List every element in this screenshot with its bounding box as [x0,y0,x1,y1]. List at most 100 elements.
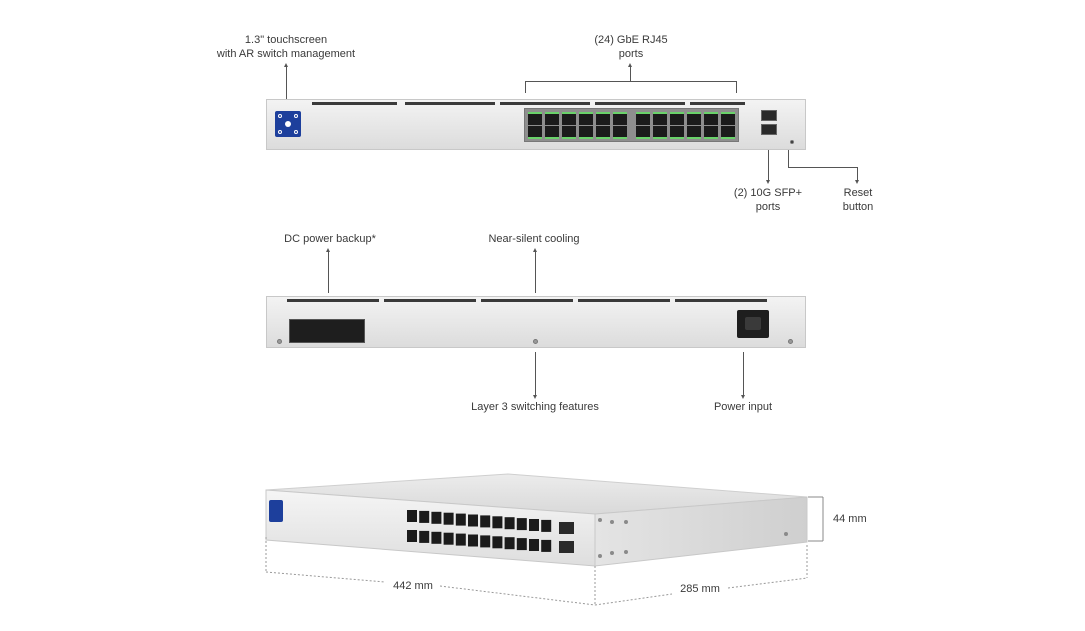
rj45-label: (24) GbE RJ45 ports [594,34,668,60]
rj45-port[interactable] [579,112,593,125]
perspective-touchscreen [269,500,283,522]
screw [277,339,282,344]
rj45-port[interactable] [704,126,718,139]
depth-dim-line-a [594,593,673,606]
rj45-port[interactable] [704,112,718,125]
screw [788,339,793,344]
rj45-bracket-left [525,81,526,93]
power-input-socket[interactable] [737,310,769,338]
rj45-port[interactable] [528,112,542,125]
perspective-rj45-port [541,539,552,552]
perspective-rj45-port [541,519,552,532]
perspective-sfp-2 [559,541,574,553]
perspective-rj45-port [455,533,466,546]
rj45-port[interactable] [687,112,701,125]
perspective-rj45-port [492,516,503,529]
vent [287,299,379,302]
perspective-rj45-port [504,537,515,550]
power-leader [741,352,745,399]
rj45-port[interactable] [545,126,559,139]
screw [624,550,628,554]
screw [624,520,628,524]
depth-dim-line-b [727,577,808,589]
height-dimension-label: 44 mm [833,513,867,525]
vent [595,102,685,105]
perspective-sfp-1 [559,522,574,534]
sfp-port-1[interactable] [761,110,777,121]
depth-dimension-label: 285 mm [680,583,720,595]
rj45-port[interactable] [670,112,684,125]
perspective-rj45-port [468,534,478,547]
perspective-rj45-port [407,530,417,542]
perspective-rj45-port [516,538,527,551]
vent [405,102,495,105]
dc-power-label: DC power backup* [284,233,376,245]
screw [598,518,602,522]
perspective-rj45-port [443,512,454,525]
vent [578,299,670,302]
rear-panel [266,296,806,348]
vent [481,299,573,302]
rj45-port-block [524,108,739,142]
perspective-rj45-port [480,515,491,528]
perspective-rj45-port [468,514,478,527]
vent [675,299,767,302]
rj45-port[interactable] [636,126,650,139]
screw [533,339,538,344]
rj45-leader [628,63,632,81]
rj45-port[interactable] [721,126,735,139]
vent [500,102,590,105]
vent [384,299,476,302]
rj45-port[interactable] [721,112,735,125]
dc-power-port[interactable] [289,319,365,343]
perspective-rj45-port [455,513,466,526]
rj45-bracket-top [525,81,737,82]
vent [312,102,397,105]
rj45-port[interactable] [528,126,542,139]
width-dim-line-b [439,585,596,606]
cooling-label: Near-silent cooling [488,233,580,245]
rj45-bracket-right [736,81,737,93]
rj45-port[interactable] [545,112,559,125]
vent [690,102,745,105]
layer3-leader [533,352,537,399]
screw [610,551,614,555]
sfp-label: (2) 10G SFP+ ports [733,187,803,213]
reset-button[interactable] [790,140,794,144]
rj45-port[interactable] [613,112,627,125]
perspective-rj45-port [529,539,539,551]
reset-leader-v [788,150,789,167]
screw [784,532,788,536]
rj45-port[interactable] [653,126,667,139]
reset-leader-h [788,167,858,168]
width-dim-line-a [265,571,386,583]
reset-leader-down [855,167,859,184]
width-dimension-label: 442 mm [393,580,433,592]
front-panel [266,99,806,150]
sfp-port-2[interactable] [761,124,777,135]
dc-leader [326,248,330,293]
power-input-label: Power input [713,401,773,413]
rj45-port[interactable] [579,126,593,139]
cooling-leader [533,248,537,293]
perspective-rj45-port [516,518,527,531]
perspective-rj45-port [504,517,515,530]
perspective-rj45-port [419,510,430,523]
perspective-rj45-port [492,536,503,549]
rj45-port[interactable] [653,112,667,125]
rj45-port[interactable] [596,126,610,139]
rj45-port[interactable] [670,126,684,139]
layer3-label: Layer 3 switching features [471,401,599,413]
perspective-rj45-port [431,511,442,524]
perspective-rj45-port [419,530,430,543]
rj45-port[interactable] [636,112,650,125]
touchscreen[interactable] [275,111,301,137]
rj45-port[interactable] [562,126,576,139]
rj45-port[interactable] [613,126,627,139]
touchscreen-label: 1.3" touchscreen with AR switch manageme… [216,34,356,60]
rj45-port[interactable] [562,112,576,125]
rj45-port[interactable] [596,112,610,125]
rj45-port[interactable] [687,126,701,139]
screw [598,554,602,558]
